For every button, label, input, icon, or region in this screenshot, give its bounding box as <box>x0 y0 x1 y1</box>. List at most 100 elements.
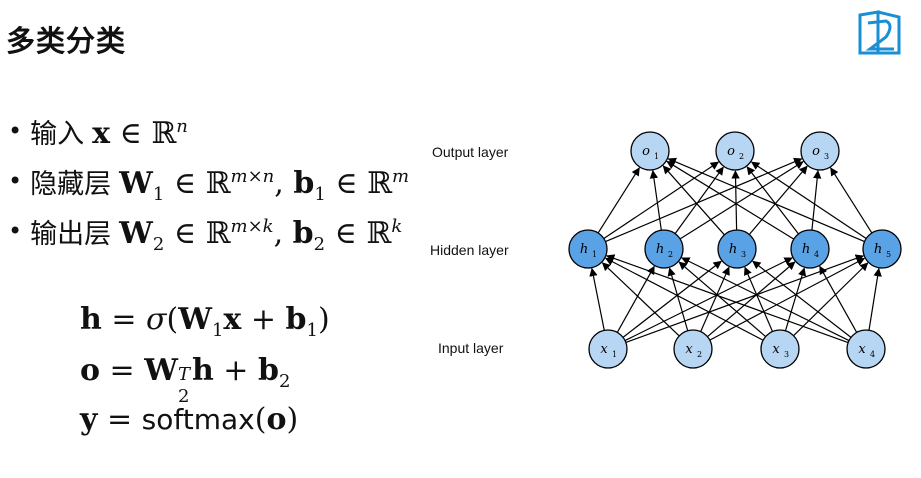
edge-input3-to-hidden3 <box>744 266 774 332</box>
math-subscript: 2 <box>313 234 326 255</box>
edge-hidden5-to-output2 <box>750 161 867 239</box>
edge-input3-to-hidden5 <box>793 262 869 337</box>
hidden-node-label: h <box>580 242 588 257</box>
input-node-circle <box>673 329 713 369</box>
input-node-label: x <box>685 342 693 357</box>
hidden-node-subscript: 3 <box>741 250 746 259</box>
edge-hidden1-to-output3 <box>605 157 803 243</box>
output-node-label: o <box>727 144 735 159</box>
hidden-node-circle <box>568 229 608 269</box>
edge-input2-to-hidden5 <box>709 257 866 341</box>
hidden-node-subscript: 4 <box>814 250 819 259</box>
math-exponent: n <box>176 116 188 137</box>
edge-input3-to-hidden4 <box>784 267 807 331</box>
output-layer-label: Output layer <box>432 144 509 160</box>
edge-input4-to-hidden5 <box>868 267 882 331</box>
hidden-node-label: h <box>729 242 737 257</box>
slide-title: 多类分类 <box>6 24 127 58</box>
edge-input4-to-hidden2 <box>681 257 850 342</box>
math-exponent: m×n <box>230 166 275 187</box>
input-node-label: x <box>858 342 866 357</box>
output-node-subscript: 2 <box>739 152 744 161</box>
hidden-node-circle <box>717 229 757 269</box>
edge-input1-to-hidden3 <box>622 260 722 338</box>
edge-hidden4-to-output2 <box>746 166 799 235</box>
d2l-logo-icon <box>858 10 901 55</box>
edge-input2-to-hidden1 <box>601 262 680 337</box>
math-exponent: m <box>392 166 410 187</box>
math-var-W: W <box>119 216 153 251</box>
hidden-node-circle <box>790 229 830 269</box>
eq-lhs: h <box>80 302 102 337</box>
input-node-subscript: 2 <box>697 350 702 359</box>
eq-arg: o <box>266 402 287 437</box>
eq-W: W <box>178 302 212 337</box>
output-node-circle <box>800 131 840 171</box>
bullet-label: 输出层 <box>30 219 112 250</box>
output-node-label: o <box>642 144 650 159</box>
math-subscript: 1 <box>152 184 165 205</box>
edge-input3-to-hidden2 <box>678 261 767 338</box>
hidden-node-label: h <box>874 242 882 257</box>
edge-hidden3-to-output1 <box>662 165 725 236</box>
math-subscript: 2 <box>152 234 165 255</box>
eq-subscript: 2 <box>177 386 190 407</box>
edge-input1-to-hidden1 <box>589 267 605 331</box>
hidden-layer-label: Hidden layer <box>430 242 509 258</box>
math-var-b: b <box>293 166 315 201</box>
edge-input1-to-hidden4 <box>624 257 793 342</box>
bullet-label: 隐藏层 <box>30 169 112 200</box>
eq-fn: softmax <box>141 403 255 436</box>
input-node-label: x <box>600 342 608 357</box>
edge-input4-to-hidden3 <box>752 260 852 338</box>
network-edges <box>589 157 882 344</box>
edge-input2-to-hidden3 <box>700 266 730 332</box>
input-node-subscript: 4 <box>870 350 875 359</box>
edge-hidden5-to-output1 <box>667 157 865 243</box>
hidden-node-subscript: 1 <box>592 250 597 259</box>
eq-x: x <box>223 302 242 337</box>
output-node-circle <box>715 131 755 171</box>
eq-superscript: T <box>177 364 190 385</box>
output-node-label: o <box>812 144 820 159</box>
edge-hidden3-to-output3 <box>748 165 808 235</box>
input-node-circle <box>760 329 800 369</box>
math-subscript: 1 <box>314 184 326 205</box>
bullet-dot: • <box>8 217 23 245</box>
math-var-W: W <box>119 166 153 201</box>
edge-hidden3-to-output2 <box>731 170 740 231</box>
math-real-space: ℝ <box>151 116 177 151</box>
hidden-node-label: h <box>802 242 810 257</box>
math-exponent: k <box>391 216 403 237</box>
equation-softmax: y = softmax(o) <box>80 402 299 437</box>
hidden-node-subscript: 2 <box>668 250 673 259</box>
eq-lhs: o <box>80 353 101 388</box>
hidden-node-circle <box>862 229 902 269</box>
edge-input4-to-hidden1 <box>606 254 849 344</box>
output-node-subscript: 1 <box>654 152 659 161</box>
edge-hidden2-to-output1 <box>649 169 662 231</box>
edge-hidden4-to-output1 <box>666 160 795 240</box>
input-node-circle <box>588 329 628 369</box>
edge-hidden5-to-output3 <box>830 167 873 234</box>
edge-input3-to-hidden1 <box>604 257 764 341</box>
eq-b: b <box>285 302 307 337</box>
input-layer-label: Input layer <box>438 340 504 356</box>
eq-W: W <box>144 353 178 388</box>
